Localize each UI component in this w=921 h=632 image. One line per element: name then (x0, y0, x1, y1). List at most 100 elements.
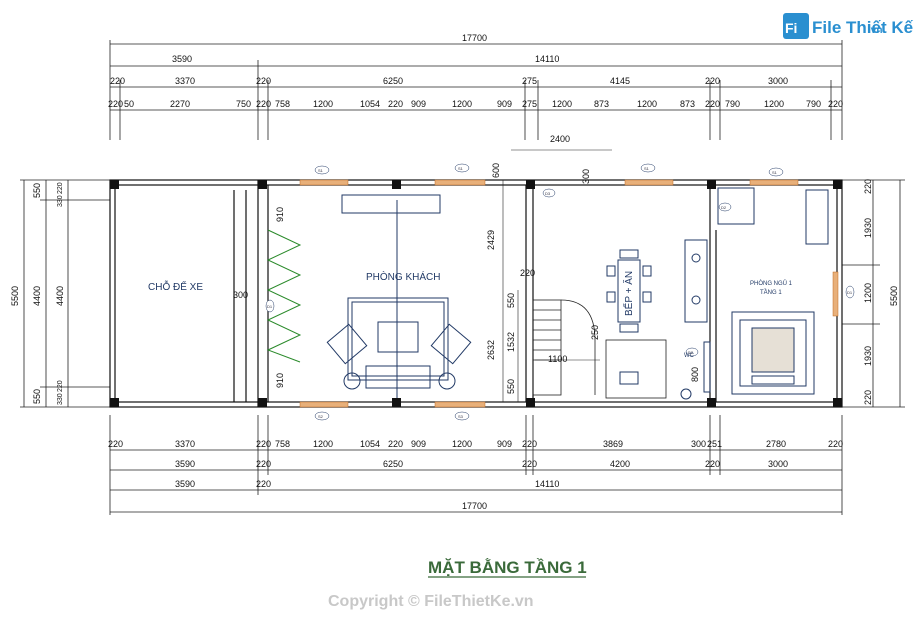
dim-left-top: 550 (32, 183, 42, 198)
wc-fixtures (619, 341, 711, 400)
dim-r3-a: 220 (110, 76, 125, 86)
copyright-watermark: Copyright © FileThietKe.vn (328, 593, 534, 610)
left-dimension-text: 5500 4400 4400 550 550 220 330 220 330 (10, 182, 65, 405)
dim-250: 250 (590, 325, 600, 340)
dim-b1-14: 2780 (766, 439, 786, 449)
dim-r4-16: 873 (680, 99, 695, 109)
dim-b1-6: 220 (388, 439, 403, 449)
kitchen-counter (684, 239, 708, 323)
dim-b3-1: 220 (256, 479, 271, 489)
door-tag-1: S1 (458, 166, 464, 171)
dim-1532: 1532 (506, 332, 516, 352)
dim-b1-4: 1200 (313, 439, 333, 449)
dim-r4-12: 275 (522, 99, 537, 109)
door-tag-7: S2 (318, 414, 324, 419)
dim-right-top: 220 (863, 179, 873, 194)
dim-right-a: 1930 (863, 218, 873, 238)
dim-r4-0: 220 (108, 99, 123, 109)
dim-b2-2: 6250 (383, 459, 403, 469)
dim-right-c: 1930 (863, 346, 873, 366)
dim-left-total: 5500 (10, 286, 20, 306)
dim-r3-b: 3370 (175, 76, 195, 86)
door-tags (265, 163, 855, 421)
door-tag-4: D1 (267, 304, 273, 309)
dim-r3-c: 220 (256, 76, 271, 86)
dim-600: 600 (491, 163, 501, 178)
staircase (532, 299, 667, 399)
dim-top-left: 3590 (172, 54, 192, 64)
plan-title: MẶT BẰNG TẦNG 1 (428, 558, 587, 577)
door-tag-8: S3 (458, 414, 464, 419)
dining-table (606, 249, 652, 333)
logo-badge-letters: Fi (785, 20, 797, 36)
door-tag-0: S1 (318, 168, 324, 173)
bedroom-furniture (717, 187, 829, 395)
room-label-bedroom-line2: TẦNG 1 (760, 289, 782, 296)
living-room-furniture (326, 194, 472, 398)
dim-total-top: 17700 (462, 33, 487, 43)
top-dimension-lines (109, 40, 843, 140)
dim-b2-4: 4200 (610, 459, 630, 469)
door-tag-5: D2 (721, 205, 727, 210)
dim-b2-0: 3590 (175, 459, 195, 469)
dim-r4-4: 220 (256, 99, 271, 109)
left-dimension-lines (20, 179, 110, 408)
dim-door-910-top: 910 (275, 207, 285, 222)
dim-r4-20: 790 (806, 99, 821, 109)
dim-2400: 2400 (550, 134, 570, 144)
dim-b2-5: 220 (705, 459, 720, 469)
bottom-dimension-lines (109, 415, 843, 515)
dim-b3-0: 3590 (175, 479, 195, 489)
dim-b3-2: 14110 (535, 479, 559, 489)
dim-550-b: 550 (506, 379, 516, 394)
dim-r4-15: 1200 (637, 99, 657, 109)
dim-b1-1: 3370 (175, 439, 195, 449)
dim-b2-3: 220 (522, 459, 537, 469)
dim-right-b: 1200 (863, 283, 873, 303)
folding-door (266, 229, 302, 363)
dim-2429: 2429 (486, 230, 496, 250)
room-label-kitchen: BẾP + ĂN (622, 271, 635, 316)
dim-r4-17: 220 (705, 99, 720, 109)
dim-1100: 1100 (548, 354, 567, 364)
dim-left-s1: 330 (57, 195, 64, 207)
dim-b1-7: 909 (411, 439, 426, 449)
room-label-living: PHÒNG KHÁCH (366, 270, 440, 283)
dim-r4-18: 790 (725, 99, 740, 109)
dim-r3-d: 6250 (383, 76, 403, 86)
dim-800: 800 (690, 367, 700, 382)
dim-550-a: 550 (506, 293, 516, 308)
dim-b2-6: 3000 (768, 459, 788, 469)
dim-r3-f: 4145 (610, 76, 630, 86)
dim-b1-10: 220 (522, 439, 537, 449)
dim-left-s0: 220 (57, 182, 64, 194)
logo-suffix: .vn (868, 25, 882, 36)
dim-300-top: 300 (581, 169, 591, 184)
door-tag-9: D1 (847, 290, 853, 295)
dim-left-inner: 4400 (55, 286, 65, 306)
door-tag-2: S1 (644, 166, 650, 171)
dim-r4-1: 50 (124, 99, 134, 109)
dim-right-total: 5500 (889, 286, 899, 306)
dim-b1-2: 220 (256, 439, 271, 449)
dim-b1-9: 909 (497, 439, 512, 449)
dim-left-s2: 220 (57, 380, 64, 392)
dim-r3-h: 3000 (768, 76, 788, 86)
top-dimension-text: 17700 3590 14110 220 3370 220 6250 275 4… (108, 33, 843, 109)
dim-b1-12: 300 (691, 439, 706, 449)
logo-badge (783, 13, 809, 39)
dim-r4-9: 909 (411, 99, 426, 109)
dim-r4-8: 220 (388, 99, 403, 109)
dim-b1-15: 220 (828, 439, 843, 449)
structural-columns (110, 180, 842, 407)
door-tag-10: D2 (688, 350, 694, 355)
dim-r4-7: 1054 (360, 99, 380, 109)
room-label-parking: CHỖ ĐỂ XE (148, 280, 203, 293)
dim-r4-6: 1200 (313, 99, 333, 109)
interior-dimension-text: 910 910 300 2429 2632 550 1532 550 220 1… (233, 134, 700, 394)
right-dimension-text: 5500 1930 1200 1930 220 220 (863, 179, 899, 405)
interior-walls (233, 180, 717, 407)
dim-top-right: 14110 (535, 54, 559, 64)
dim-220-stair: 220 (520, 268, 535, 278)
dim-r4-21: 220 (828, 99, 843, 109)
